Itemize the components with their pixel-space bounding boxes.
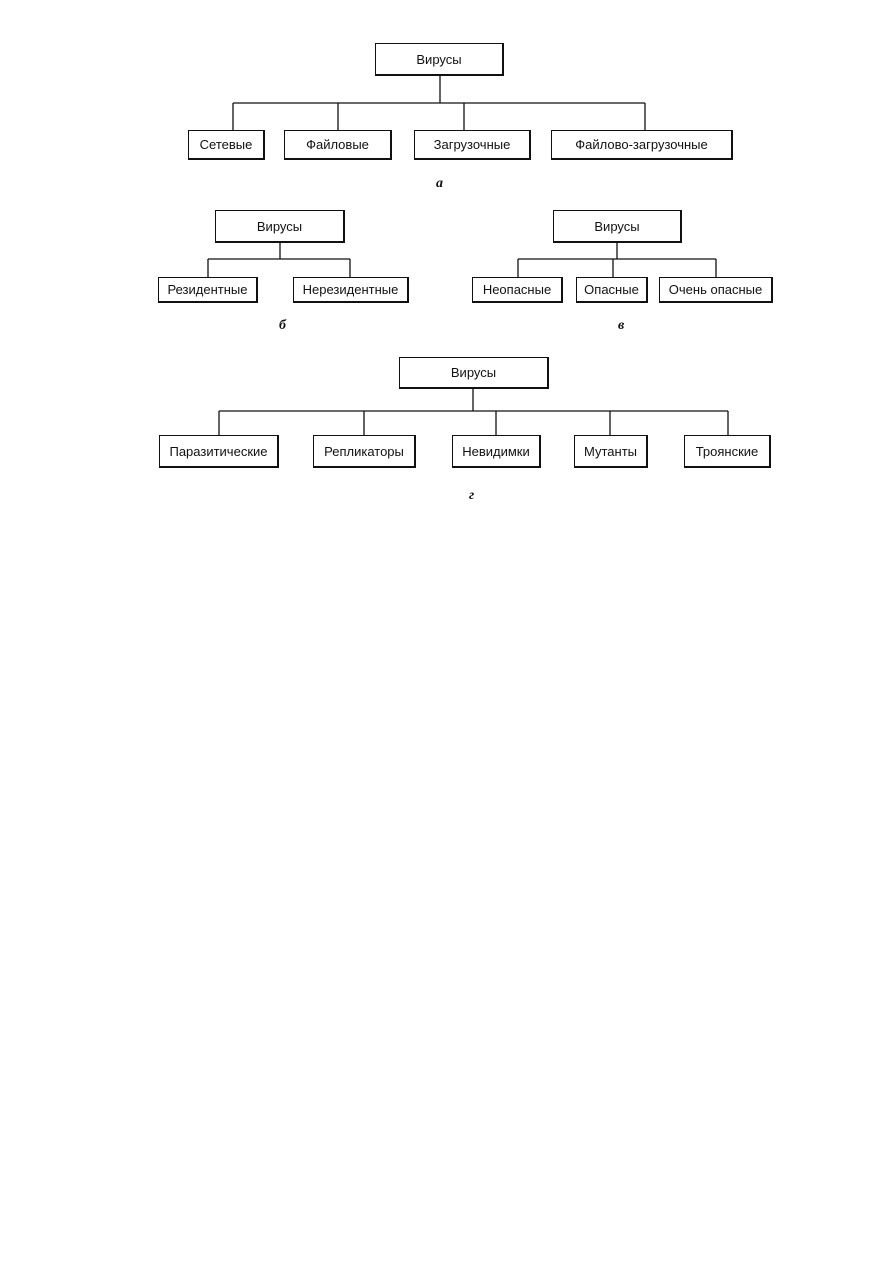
tree-a-node-file-boot: Файлово-загрузочные (551, 130, 733, 160)
tree-g-node-mutants: Мутанты (574, 435, 648, 468)
tree-g-node-replicators: Репликаторы (313, 435, 416, 468)
tree-g-node-stealth: Невидимки (452, 435, 541, 468)
tree-g-connectors (218, 389, 729, 435)
tree-a-root-node: Вирусы (375, 43, 504, 76)
tree-a-node-network: Сетевые (188, 130, 265, 160)
tree-b-caption: б (279, 318, 286, 333)
tree-g-node-parasitic: Паразитические (159, 435, 279, 468)
tree-a-connectors (232, 76, 646, 130)
tree-v-root-node: Вирусы (553, 210, 682, 243)
tree-a-node-boot: Загрузочные (414, 130, 531, 160)
tree-v-connectors (517, 243, 717, 277)
tree-v-node-dangerous: Опасные (576, 277, 648, 303)
tree-g-node-trojans: Троянские (684, 435, 771, 468)
tree-b-root-node: Вирусы (215, 210, 345, 243)
tree-v-node-harmless: Неопасные (472, 277, 563, 303)
tree-b-connectors (207, 243, 351, 277)
tree-a-caption: а (436, 176, 443, 191)
tree-b-node-resident: Резидентные (158, 277, 258, 303)
tree-v-node-very-dangerous: Очень опасные (659, 277, 773, 303)
tree-a-node-file: Файловые (284, 130, 392, 160)
tree-b-node-nonresident: Нерезидентные (293, 277, 409, 303)
tree-g-caption: г (469, 488, 475, 503)
tree-v-caption: в (618, 318, 625, 333)
tree-g-root-node: Вирусы (399, 357, 549, 389)
